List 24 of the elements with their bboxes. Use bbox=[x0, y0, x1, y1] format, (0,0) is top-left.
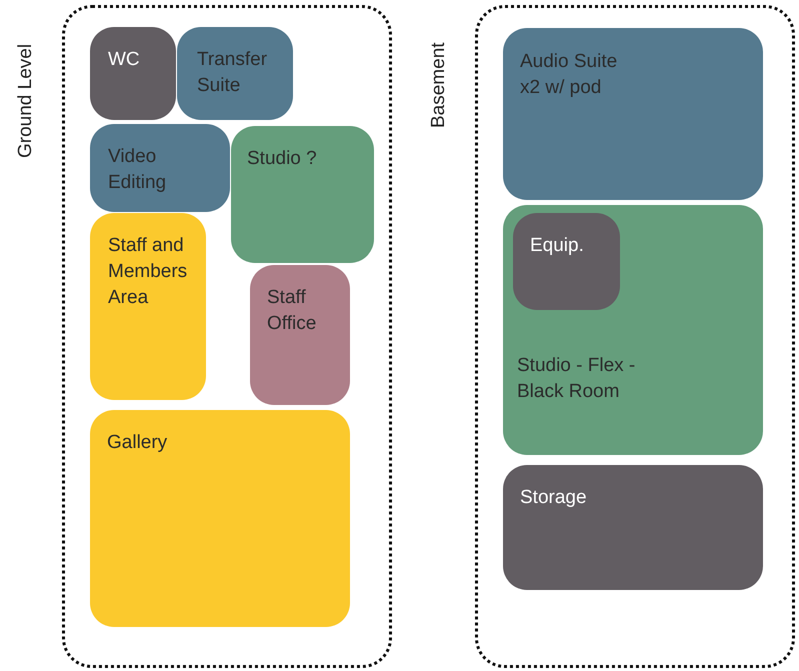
room-label: Studio ? bbox=[247, 147, 318, 171]
level-heading: Ground Level bbox=[15, 44, 37, 158]
room-label: Transfer Suite bbox=[197, 48, 268, 98]
room-label: Video Editing bbox=[108, 145, 168, 195]
room-block bbox=[503, 205, 763, 455]
room-block bbox=[513, 213, 620, 310]
room-block bbox=[503, 28, 763, 200]
room-block bbox=[90, 124, 230, 212]
level-heading: Basement bbox=[428, 42, 450, 128]
room-block bbox=[231, 126, 374, 263]
room-label: Gallery bbox=[107, 431, 168, 455]
room-block bbox=[90, 410, 350, 627]
room-label: Staff and Members Area bbox=[108, 234, 188, 310]
room-block bbox=[503, 465, 763, 590]
room-label: Equip. bbox=[530, 234, 585, 258]
room-label: Studio - Flex - Black Room bbox=[517, 354, 636, 404]
room-label: WC bbox=[108, 48, 141, 72]
room-label: Audio Suite x2 w/ pod bbox=[520, 50, 618, 100]
room-block bbox=[250, 265, 350, 405]
room-block bbox=[90, 27, 176, 120]
room-block bbox=[90, 213, 206, 400]
room-block bbox=[177, 27, 293, 120]
room-label: Storage bbox=[520, 486, 588, 510]
room-label: Staff Office bbox=[267, 286, 318, 336]
